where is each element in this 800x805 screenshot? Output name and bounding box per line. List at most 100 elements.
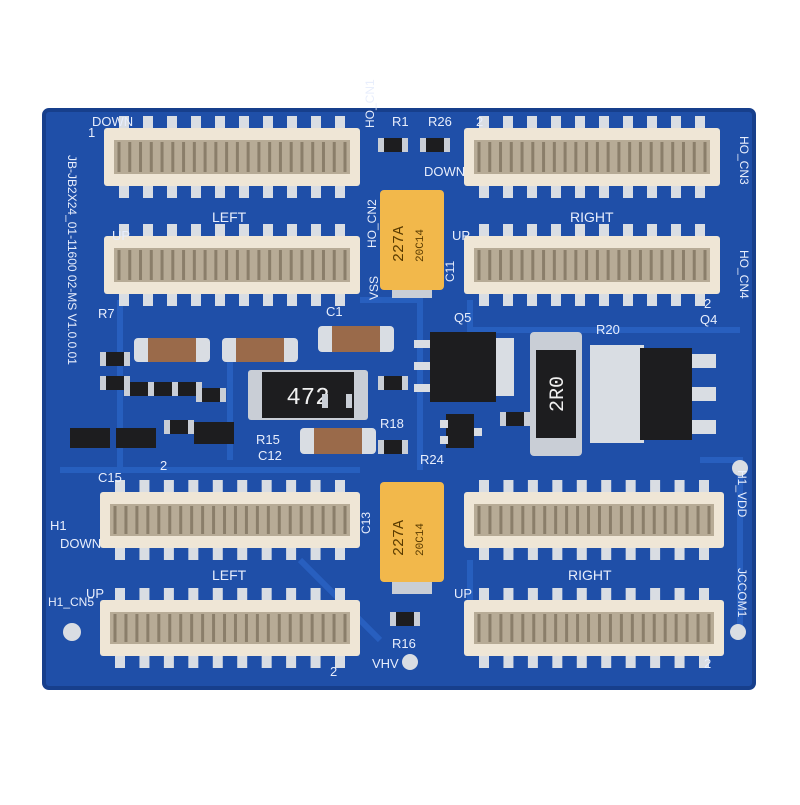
connector-pin [167,116,177,130]
contact-line [531,250,535,280]
connector-pin [335,480,345,494]
connector-pin [287,292,297,306]
connector-slot [474,504,714,536]
connector-pin [601,654,612,668]
connector-pin [188,480,199,494]
contact-line [190,506,194,534]
connector-pin [601,546,612,560]
contact-line [182,142,186,172]
connector-pin [263,292,273,306]
connector-pin [599,292,609,306]
contact-line [499,142,503,172]
connector-pin [143,184,153,198]
smd-body [154,382,172,396]
contact-line [113,506,117,534]
contact-line [488,250,492,280]
contact-line [233,614,237,642]
connector-pin [647,224,657,238]
mounting-hole-3 [732,460,748,476]
connector-pin [237,654,248,668]
contact-line [587,506,591,534]
connector-pin [599,116,609,130]
smd-body [426,138,444,152]
connector-pin [650,588,661,602]
connector-pin [119,116,129,130]
connector-pin [527,184,537,198]
connector-pin [261,654,272,668]
smd-body [130,382,148,396]
contact-line [201,506,205,534]
contact-line [277,506,281,534]
ref-r15: R15 [256,432,280,447]
connector-pin [503,588,514,602]
connector-pin [479,292,489,306]
connector-pin [479,224,489,238]
contact-line [663,614,667,642]
contact-line [117,142,121,172]
connector-pin [188,654,199,668]
contact-line [595,250,599,280]
contact-line [674,614,678,642]
contact-line [168,506,172,534]
smd-body [202,388,220,402]
connector-pin [263,224,273,238]
ffc-connector-7 [100,588,360,668]
contact-line [510,614,514,642]
contact-line [597,506,601,534]
contact-line [192,142,196,172]
connector-pin [143,116,153,130]
connector-pin [237,480,248,494]
contact-line [597,614,601,642]
connector-pin [239,224,249,238]
smd-resistor [148,382,178,396]
contact-line [477,250,481,280]
contact-line [321,142,325,172]
contact-line [509,142,513,172]
connector-pin [601,588,612,602]
contact-line [160,250,164,280]
connector-pin [286,588,297,602]
connector-pin [310,480,321,494]
connector-pin [167,224,177,238]
connector-slot [114,140,350,174]
contact-line [149,250,153,280]
mounting-hole [63,623,81,641]
connector-pin [552,546,563,560]
ref-c13: C13 [359,512,373,534]
smd-resistor [322,394,352,408]
connector-pin [503,546,514,560]
smd-resistor [172,382,202,396]
resistor-2r0-text: 2R0 [547,376,570,412]
ref-r18: R18 [380,416,404,431]
connector-pin [625,588,636,602]
connector-pin [551,116,561,130]
contact-line [257,250,261,280]
connector-pin [139,546,150,560]
connector-pin [143,224,153,238]
contact-line [332,142,336,172]
connector-pin [188,546,199,560]
contact-line [157,614,161,642]
connector-pin [119,184,129,198]
label-h1: H1 [50,518,67,533]
ref-r24: R24 [420,452,444,467]
contact-line [692,250,696,280]
contact-line [223,506,227,534]
connector-pin [212,546,223,560]
connector-pin [212,654,223,668]
connector-pin [527,588,538,602]
connector-pin [479,588,489,602]
label-left-top: LEFT [212,209,247,225]
connector-pin [335,588,345,602]
contact-line [671,142,675,172]
smd-resistor [378,376,408,390]
contact-line [630,506,634,534]
connector-pin [215,184,225,198]
contact-line [168,614,172,642]
contact-line [565,614,569,642]
contact-line [674,506,678,534]
connector-pin [699,654,709,668]
label-h1-cn5: H1_CN5 [48,595,94,609]
connector-pin [261,480,272,494]
